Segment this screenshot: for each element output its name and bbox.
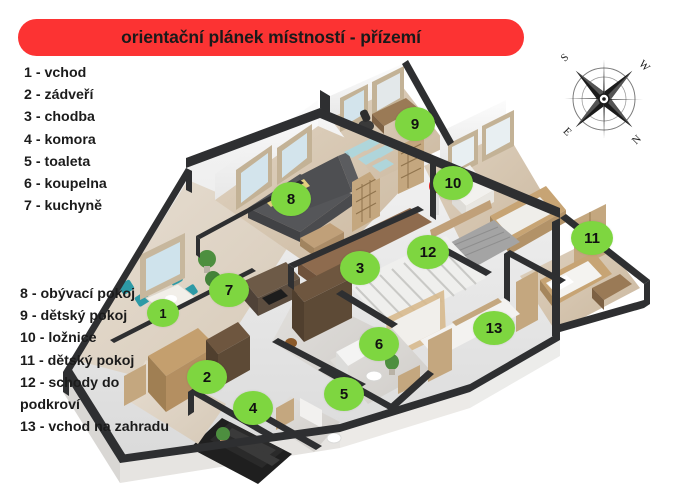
isometric-floorplan-image (63, 60, 650, 484)
room-marker-9[interactable]: 9 (395, 107, 435, 141)
legend-item: 11 - dětský pokoj (20, 352, 135, 369)
legend-item: 12 - schody do (20, 374, 120, 391)
legend-item: 13 - vchod na zahradu (20, 419, 170, 436)
room-marker-2[interactable]: 2 (187, 360, 227, 394)
legend-item: 10 - ložnice (20, 330, 97, 347)
legend-item: 1 - vchod (24, 65, 87, 81)
room-marker-label: 12 (419, 243, 437, 261)
walls (63, 60, 650, 463)
compass-label-s: S (558, 51, 571, 64)
legend-item: podkroví (20, 397, 80, 414)
room-marker-label: 10 (444, 174, 462, 192)
room-marker-3[interactable]: 3 (340, 251, 380, 285)
room-marker-label: 9 (410, 115, 420, 133)
room-marker-label: 11 (584, 229, 600, 247)
legend-item: 8 - obývací pokoj (20, 286, 136, 302)
room-marker-label: 2 (202, 368, 212, 386)
room-marker-10[interactable]: 10 (433, 166, 473, 200)
room-marker-label: 5 (339, 385, 349, 403)
room-marker-label: 8 (286, 190, 296, 208)
room-marker-4[interactable]: 4 (233, 391, 273, 425)
room-marker-label: 3 (355, 259, 365, 277)
legend-item: 6 - koupelna (24, 176, 107, 193)
legend-rooms-8-13: 8 - obývací pokoj 9 - dětský pokoj 10 - … (20, 283, 169, 438)
room-marker-6[interactable]: 6 (359, 327, 399, 361)
compass-label-n: N (630, 133, 644, 147)
legend-item: 9 - dětský pokoj (20, 308, 128, 325)
legend-item: 5 - toaleta (24, 153, 91, 170)
compass-label-w: W (636, 58, 652, 74)
compass-rose-icon: S W E N (558, 51, 652, 147)
room-marker-label: 13 (485, 319, 503, 337)
legend-item: 4 - komora (24, 131, 96, 148)
room-marker-label: 1 (159, 305, 167, 321)
room-toilet (268, 396, 342, 452)
page-title: orientační plánek místností - přízemí (121, 27, 421, 47)
room-marker-label: 6 (374, 335, 384, 353)
title-banner: orientační plánek místností - přízemí (18, 19, 524, 56)
room-marker-12[interactable]: 12 (407, 235, 449, 269)
room-marker-11[interactable]: 11 (571, 221, 613, 255)
legend-item: 7 - kuchyně (24, 198, 103, 215)
room-marker-label: 7 (224, 281, 234, 299)
compass-label-e: E (560, 125, 573, 138)
room-marker-5[interactable]: 5 (324, 377, 364, 411)
room-marker-1[interactable]: 1 (147, 299, 179, 327)
hallway-floor (298, 208, 432, 278)
room-marker-13[interactable]: 13 (473, 311, 515, 345)
room-marker-7[interactable]: 7 (209, 273, 249, 307)
legend-item: 2 - zádveří (24, 87, 94, 104)
legend-rooms-1-7: 1 - vchod 2 - zádveří 3 - chodba 4 - kom… (24, 62, 107, 217)
room-marker-8[interactable]: 8 (271, 182, 311, 216)
legend-item: 3 - chodba (24, 109, 95, 126)
room-marker-label: 4 (248, 399, 258, 417)
